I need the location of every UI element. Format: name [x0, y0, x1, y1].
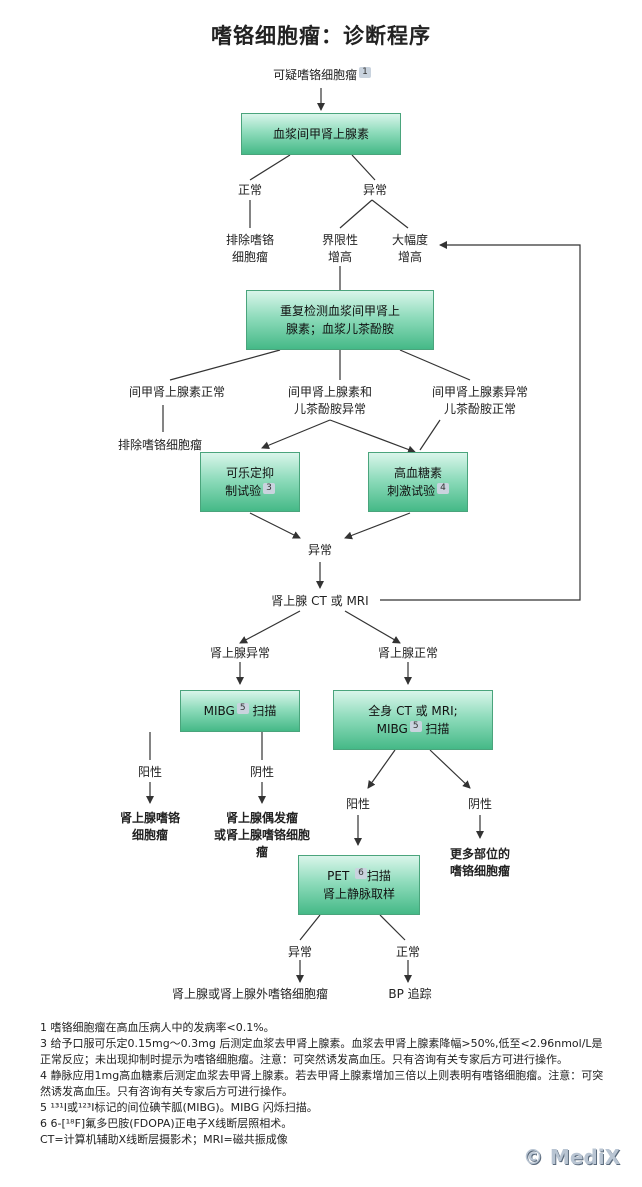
borderline-increase: 界限性 增高: [312, 232, 368, 266]
branch-metanephrine-abnormal: 间甲肾上腺素异常 儿茶酚胺正常: [418, 384, 542, 418]
glucagon-line2-text: 刺激试验: [387, 484, 436, 498]
plasma-box-label: 血浆间甲肾上腺素: [272, 127, 369, 141]
pet-line2: 肾上静脉取样: [322, 887, 395, 901]
result-adrenal-pheo: 肾上腺嗜铬 细胞瘤: [100, 810, 200, 844]
footnote-5-marker-2: 5: [409, 721, 422, 732]
whole-body-line1: 全身 CT 或 MRI;: [368, 704, 458, 718]
plasma-metanephrine-box: 血浆间甲肾上腺素: [241, 113, 401, 155]
result-more-sites: 更多部位的 嗜铬细胞瘤: [430, 846, 530, 880]
adrenal-abnormal-label: 肾上腺异常: [209, 646, 270, 660]
footnote-6-marker: 6: [355, 868, 367, 879]
result-incidental-line1: 肾上腺偶发瘤: [225, 811, 298, 825]
branch-c-line1: 间甲肾上腺素异常: [431, 385, 528, 399]
borderline-line1: 界限性: [321, 233, 358, 247]
result-more-line2: 嗜铬细胞瘤: [449, 864, 510, 878]
result-more-line1: 更多部位的: [449, 847, 510, 861]
adrenal-normal-label: 肾上腺正常: [377, 646, 438, 660]
abnormal-label-2: 异常: [307, 543, 332, 557]
adrenal-ct-mri: 肾上腺 CT 或 MRI: [271, 594, 369, 608]
mibg-text: MIBG: [203, 704, 235, 718]
branch-c-line2: 儿茶酚胺正常: [443, 402, 516, 416]
branch-both-abnormal: 间甲肾上腺素和 儿茶酚胺异常: [275, 384, 385, 418]
repeat-box-line2: 腺素；血浆儿茶酚胺: [285, 322, 394, 336]
branch-b-line1: 间甲肾上腺素和: [287, 385, 372, 399]
whole-body-mibg: MIBG: [376, 722, 408, 736]
glucagon-line1: 高血糖素: [393, 466, 442, 480]
page-title: 嗜铬细胞瘤：诊断程序: [211, 23, 431, 48]
footnote-5-marker: 5: [236, 703, 249, 714]
footnote-6: 6 6-[¹⁸F]氟多巴胺(FDOPA)正电子X线断层照相术。: [40, 1117, 293, 1130]
marked-increase: 大幅度 增高: [382, 232, 438, 266]
footnote-3: 3 给予口服可乐定0.15mg～0.3mg 后测定血浆去甲肾上腺素。血浆去甲肾上…: [40, 1037, 603, 1066]
repeat-test-box: 重复检测血浆间甲肾上 腺素；血浆儿茶酚胺: [246, 290, 434, 350]
final-pheo-result: 肾上腺或肾上腺外嗜铬细胞瘤: [171, 987, 328, 1001]
normal-label-3: 正常: [395, 945, 420, 959]
result-pheo-line2: 细胞瘤: [131, 828, 168, 842]
medix-watermark: © MediX: [522, 1145, 620, 1169]
abnormal-label: 异常: [362, 183, 387, 197]
footnote-1: 1 嗜铬细胞瘤在高血压病人中的发病率<0.1%。: [40, 1021, 275, 1034]
exclude-1-line1: 排除嗜铬: [225, 233, 274, 247]
exclude-pheo-2: 排除嗜铬细胞瘤: [117, 438, 202, 452]
footnote-1-marker: 1: [359, 67, 371, 78]
exclude-pheo-1: 排除嗜铬 细胞瘤: [220, 232, 280, 266]
negative-label-1: 阴性: [249, 765, 274, 779]
footnote-abbrev: CT=计算机辅助X线断层摄影术；MRI=磁共振成像: [40, 1133, 288, 1146]
pet-scan-text: 扫描: [366, 869, 391, 883]
clonidine-line2-text: 制试验: [225, 484, 262, 498]
positive-label-2: 阳性: [345, 797, 370, 811]
branch-metanephrine-normal: 间甲肾上腺素正常: [128, 385, 225, 399]
result-incidental-line2: 或肾上腺嗜铬细胞: [213, 828, 310, 842]
pet-text: PET: [327, 869, 350, 883]
result-adrenal-incidentaloma: 肾上腺偶发瘤 或肾上腺嗜铬细胞 瘤: [202, 810, 322, 861]
positive-label-1: 阳性: [137, 765, 162, 779]
footnotes: 1 嗜铬细胞瘤在高血压病人中的发病率<0.1%。 3 给予口服可乐定0.15mg…: [40, 1020, 610, 1148]
whole-body-scan: 扫描: [425, 722, 450, 736]
repeat-box-line1: 重复检测血浆间甲肾上: [279, 304, 400, 318]
abnormal-label-3: 异常: [287, 945, 312, 959]
branch-b-line2: 儿茶酚胺异常: [293, 402, 366, 416]
marked-line1: 大幅度: [391, 233, 428, 247]
result-pheo-line1: 肾上腺嗜铬: [119, 811, 180, 825]
start-label: 可疑嗜铬细胞瘤: [273, 68, 358, 82]
clonidine-line1: 可乐定抑: [225, 466, 274, 480]
borderline-line2: 增高: [327, 250, 352, 264]
normal-label: 正常: [237, 183, 262, 197]
result-incidental-line3: 瘤: [255, 845, 268, 859]
footnote-4: 4 静脉应用1mg高血糖素后测定血浆去甲肾上腺素。若去甲肾上腺素增加三倍以上则表…: [40, 1069, 604, 1098]
footnote-5: 5 ¹³¹I或¹²³I标记的间位碘苄胍(MIBG)。MIBG 闪烁扫描。: [40, 1101, 318, 1114]
exclude-1-line2: 细胞瘤: [231, 250, 268, 264]
footnote-4-marker: 4: [437, 483, 449, 494]
mibg-suffix: 扫描: [252, 704, 277, 718]
footnote-3-marker: 3: [263, 483, 275, 494]
marked-line2: 增高: [397, 250, 422, 264]
negative-label-2: 阴性: [467, 797, 492, 811]
bp-follow-up: BP 追踪: [388, 987, 432, 1001]
